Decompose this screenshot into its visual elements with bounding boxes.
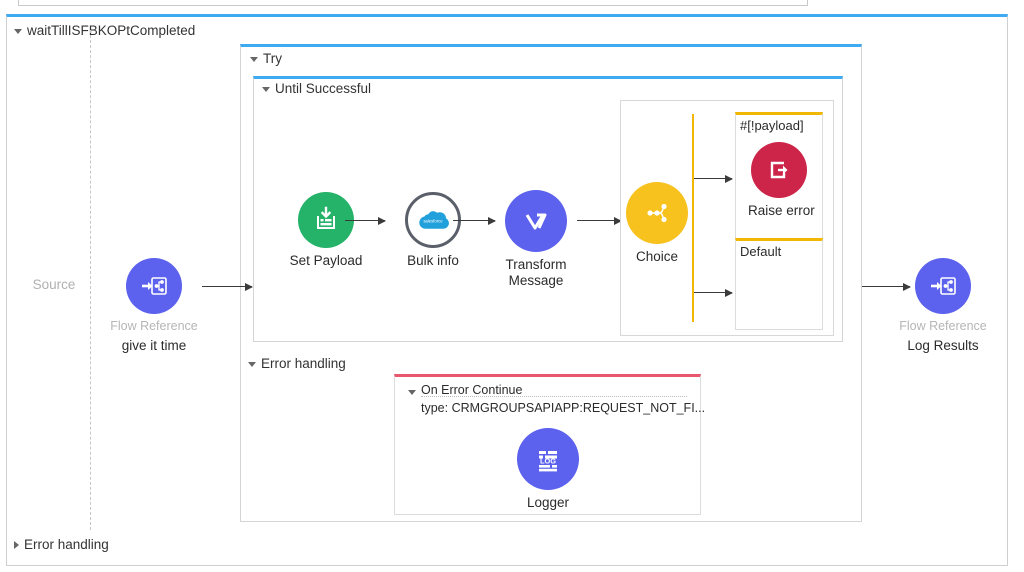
node-title: give it time [121, 338, 187, 354]
arrow-setpayload-to-bulkinfo [345, 216, 386, 225]
node-title: Choice [635, 249, 679, 264]
flow-reference-icon [915, 258, 971, 314]
choice-spine [692, 114, 694, 322]
arrow-choice-to-branch-2 [694, 288, 733, 297]
arrow-flowref-to-setpayload [202, 282, 253, 291]
node-title: Bulk info [407, 253, 459, 268]
on-error-type: type: CRMGROUPSAPIAPP:REQUEST_NOT_FI... [421, 401, 706, 416]
flow-reference-icon [126, 258, 182, 314]
error-handling-scope-name: Error handling [261, 356, 346, 371]
arrow-choice-to-branch-1 [694, 174, 733, 183]
node-choice[interactable]: Choice [626, 182, 688, 265]
root-scope-name: waitTillISFBKOPtCompleted [27, 23, 196, 38]
source-placeholder-label: Source [32, 277, 76, 292]
node-flow-reference-give-it-time[interactable]: Flow Reference give it time [108, 258, 200, 355]
until-successful-scope-name: Until Successful [275, 81, 372, 96]
node-bulk-info[interactable]: salesforce Bulk info [387, 192, 479, 269]
scope-label-root[interactable]: waitTillISFBKOPtCompleted [14, 24, 195, 38]
transform-message-icon [505, 190, 567, 252]
arrow-try-to-log-results [862, 282, 911, 291]
choice-branch-label-1: #[!payload] [740, 118, 804, 133]
bottom-error-handling-name: Error handling [24, 537, 109, 552]
on-error-title: On Error Continue [421, 381, 689, 399]
node-raise-error[interactable]: Raise error [748, 142, 815, 219]
node-subtitle: Flow Reference [899, 319, 987, 333]
scope-label-until-successful[interactable]: Until Successful [262, 82, 371, 96]
chevron-right-icon[interactable] [14, 540, 19, 549]
chevron-down-icon[interactable] [250, 56, 258, 62]
logger-icon: LOG [517, 428, 579, 490]
on-error-continue-header[interactable]: On Error Continue type: CRMGROUPSAPIAPP:… [408, 381, 705, 417]
arrow-bulkinfo-to-transform [453, 216, 496, 225]
chevron-down-icon[interactable] [262, 86, 270, 92]
arrow-transform-to-choice [577, 216, 622, 225]
svg-text:LOG: LOG [540, 457, 556, 466]
node-title: Logger [526, 495, 570, 510]
node-subtitle: Flow Reference [110, 319, 198, 333]
scope-label-try[interactable]: Try [250, 52, 282, 66]
partial-panel-above [18, 0, 808, 6]
svg-text:salesforce: salesforce [423, 219, 443, 224]
scope-label-error-handling-bottom[interactable]: Error handling [14, 538, 109, 552]
source-divider [90, 30, 91, 530]
choice-branch-card-2 [735, 238, 823, 330]
node-flow-reference-log-results[interactable]: Flow Reference Log Results [897, 258, 989, 355]
chevron-down-icon[interactable] [14, 28, 22, 34]
raise-error-icon [751, 142, 807, 198]
choice-branch-label-2: Default [740, 244, 782, 259]
chevron-down-icon[interactable] [248, 361, 256, 367]
node-title: Log Results [907, 338, 979, 354]
node-set-payload[interactable]: Set Payload [280, 192, 372, 269]
chevron-down-icon[interactable] [408, 390, 416, 395]
scope-label-error-handling[interactable]: Error handling [248, 357, 346, 371]
set-payload-icon [298, 192, 354, 248]
node-logger[interactable]: LOG Logger [517, 428, 579, 511]
try-scope-name: Try [263, 51, 282, 66]
node-title: Raise error [748, 203, 815, 218]
node-title: Set Payload [289, 253, 363, 268]
choice-icon [626, 182, 688, 244]
